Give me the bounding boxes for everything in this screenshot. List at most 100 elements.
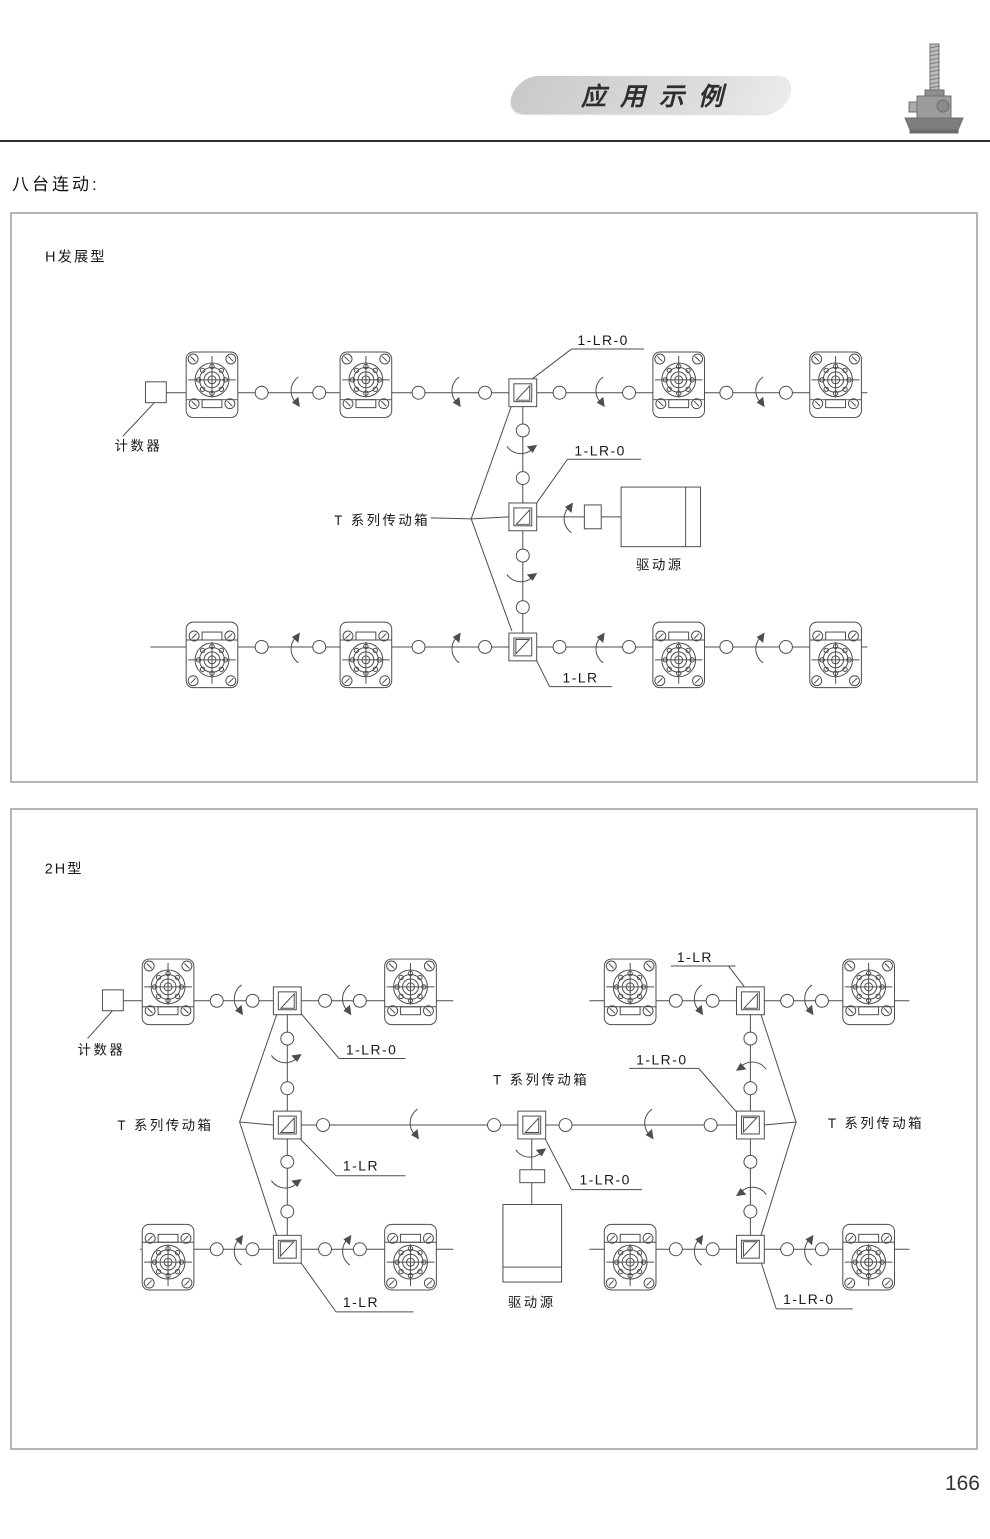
rotation-arrow-icon xyxy=(693,984,704,1016)
coupling-icon xyxy=(743,1204,758,1219)
coupling-icon xyxy=(245,1242,260,1257)
coupling-icon xyxy=(209,1242,224,1257)
label-1-lr-0-center: 1-LR-0 xyxy=(579,1172,630,1188)
2h-type-panel: 2H型 xyxy=(10,808,978,1450)
rotation-arrow-icon xyxy=(563,501,574,534)
rotation-arrow-icon xyxy=(506,444,538,455)
rotation-arrow-icon xyxy=(515,1147,547,1158)
counter-label: 计数器 xyxy=(115,438,163,453)
coupling-icon xyxy=(719,639,734,654)
coupling-icon xyxy=(780,1242,795,1257)
coupling-icon xyxy=(515,423,530,438)
rotation-arrow-icon xyxy=(270,1178,303,1189)
rotation-arrow-icon xyxy=(804,1234,814,1266)
coupling-icon xyxy=(668,993,683,1008)
coupling-icon xyxy=(743,1081,758,1096)
coupling-icon xyxy=(411,639,426,654)
label-1-lr-mid: 1-LR xyxy=(343,1158,379,1174)
coupling-icon xyxy=(312,639,327,654)
coupling-icon xyxy=(778,639,793,654)
label-1-lr-bottom: 1-LR xyxy=(343,1294,379,1310)
gearbox-icon xyxy=(603,958,657,1026)
coupling-icon xyxy=(254,639,269,654)
coupling-icon xyxy=(515,471,530,486)
rotation-arrow-icon xyxy=(735,1061,767,1072)
rotation-arrow-icon xyxy=(506,572,538,583)
coupling-icon xyxy=(814,993,829,1008)
coupling-icon xyxy=(668,1242,683,1257)
gearbox-icon xyxy=(141,1223,195,1291)
rotation-arrow-icon xyxy=(451,376,462,408)
gearbox-icon xyxy=(809,621,862,689)
panel2-type-label: 2H型 xyxy=(45,861,84,878)
bevel-gearbox-icon xyxy=(508,502,538,532)
coupling-icon xyxy=(487,1118,501,1132)
bevel-gearbox-icon xyxy=(735,1234,765,1264)
coupling-icon xyxy=(705,993,720,1008)
label-t-series-right: T 系列传动箱 xyxy=(828,1116,924,1131)
gearbox-icon xyxy=(339,621,393,689)
bevel-gearbox-icon xyxy=(272,986,302,1016)
rotation-arrow-icon xyxy=(644,1108,654,1140)
coupling-icon xyxy=(280,1031,295,1046)
rotation-arrow-icon xyxy=(595,376,606,408)
gearbox-icon xyxy=(842,1223,895,1291)
2h-type-diagram: 2H型 xyxy=(45,861,924,1313)
coupling-icon xyxy=(312,385,327,400)
rotation-arrow-icon xyxy=(290,632,301,664)
coupling-icon xyxy=(552,385,567,400)
coupling-icon xyxy=(705,1242,720,1257)
coupling-icon xyxy=(352,993,367,1008)
rotation-arrow-icon xyxy=(693,1234,704,1266)
page-number: 166 xyxy=(944,1472,980,1495)
rotation-arrow-icon xyxy=(755,632,766,664)
rotation-arrow-icon xyxy=(342,1234,352,1266)
motor-coupling xyxy=(519,1169,546,1184)
gearbox-icon xyxy=(652,351,706,419)
bevel-gearbox-icon xyxy=(735,986,765,1016)
coupling-icon xyxy=(814,1242,829,1257)
rotation-arrow-icon xyxy=(342,984,352,1016)
section-title: 八台连动: xyxy=(12,175,100,194)
header-divider xyxy=(0,140,990,142)
gearbox-icon xyxy=(809,351,862,419)
panel1-type-label: H发展型 xyxy=(45,249,106,266)
rotation-arrow-icon xyxy=(290,376,301,408)
bevel-gearbox-icon xyxy=(517,1110,547,1140)
coupling-icon xyxy=(245,993,260,1008)
coupling-icon xyxy=(719,385,734,400)
bevel-gearbox-icon xyxy=(508,378,538,408)
coupling-icon xyxy=(778,385,793,400)
rotation-arrow-icon xyxy=(409,1108,420,1140)
bevel-gearbox-icon xyxy=(272,1110,302,1140)
bevel-gearbox-icon xyxy=(272,1234,302,1264)
coupling-icon xyxy=(478,385,493,400)
coupling-icon xyxy=(743,1154,758,1169)
screw-jack-product-icon xyxy=(904,43,964,134)
coupling-icon xyxy=(703,1118,718,1132)
coupling-icon xyxy=(622,639,636,654)
rotation-arrow-icon xyxy=(233,1234,244,1266)
label-t-series-box: T 系列传动箱 xyxy=(334,513,430,528)
coupling-icon xyxy=(515,548,530,563)
label-1-lr-0-bottom: 1-LR-0 xyxy=(783,1291,834,1307)
coupling-icon xyxy=(280,1154,295,1169)
motor-coupling xyxy=(583,504,602,530)
counter-label: 计数器 xyxy=(78,1042,126,1057)
coupling-icon xyxy=(318,1242,333,1257)
gearbox-icon xyxy=(339,351,393,419)
gearbox-icon xyxy=(384,958,437,1026)
coupling-icon xyxy=(780,993,795,1008)
label-t-series-center: T 系列传动箱 xyxy=(493,1072,589,1087)
rotation-arrow-icon xyxy=(735,1186,767,1197)
rotation-arrow-icon xyxy=(804,984,814,1016)
gearbox-icon xyxy=(652,621,706,689)
bevel-gearbox-icon xyxy=(508,632,538,662)
coupling-icon xyxy=(280,1081,295,1096)
coupling-icon xyxy=(622,385,636,400)
coupling-icon xyxy=(254,385,269,400)
label-1-lr-0-right: 1-LR-0 xyxy=(636,1051,687,1067)
rotation-arrow-icon xyxy=(233,984,244,1016)
gearbox-icon xyxy=(141,958,195,1026)
